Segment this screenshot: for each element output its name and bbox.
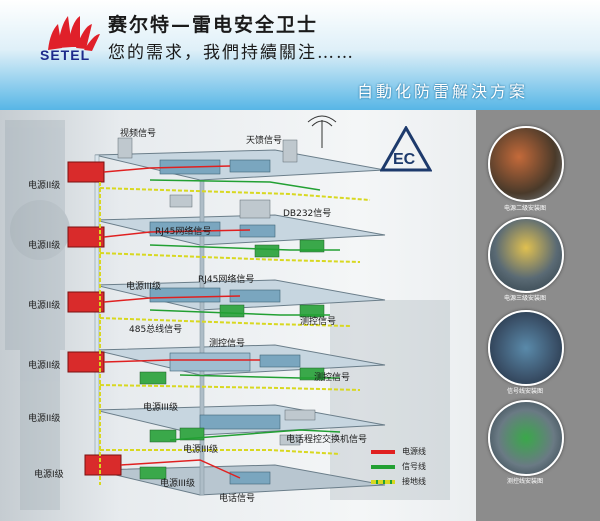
ec-logo-icon: EC — [380, 126, 432, 172]
power-iii-lower-label: 电源III级 — [143, 403, 178, 413]
power-ii-label-1: 电源II级 — [28, 181, 61, 191]
building-illustration — [5, 115, 450, 510]
signal-line-install-photo — [488, 310, 564, 386]
power-ii-label-4: 电源II级 — [28, 361, 61, 371]
rj45-signal-label-mid: RJ45网络信号 — [198, 275, 255, 285]
power-iii-ground-label: 电源III级 — [160, 479, 195, 489]
phone-signal-label: 电话信号 — [219, 494, 256, 504]
power-iii-floor-label: 电源III级 — [126, 282, 161, 292]
legend-power-swatch — [371, 450, 395, 454]
tagline-line2: 您的需求，我們持續關注…… — [108, 43, 355, 63]
power-ii-label-3: 电源II级 — [28, 301, 61, 311]
video-signal-label: 视频信号 — [120, 129, 157, 139]
header-banner: SETEL 赛尔特—雷电安全卫士 您的需求，我們持續關注…… 自動化防雷解決方案 — [0, 0, 600, 110]
setel-logo-icon — [48, 16, 100, 51]
legend-signal-swatch — [371, 465, 395, 469]
solution-title: 自動化防雷解決方案 — [356, 82, 528, 101]
power-i-label: 电源I级 — [34, 470, 64, 480]
thumb-caption-1: 电源二级安装图 — [503, 205, 546, 212]
thumb-caption-4: 测控线安装图 — [506, 478, 543, 485]
antenna-icon — [307, 115, 337, 148]
power-ii-label-2: 电源II级 — [28, 241, 61, 251]
legend-power-label: 电源线 — [402, 447, 426, 456]
monitor-signal-label-b: 测控信号 — [209, 339, 246, 349]
thumb-caption-3: 信号线安装图 — [506, 388, 543, 395]
feeder-signal-label: 天馈信号 — [246, 136, 283, 146]
power-iii-basement-label: 电源III级 — [183, 445, 218, 455]
monitor-signal-label-c: 测控信号 — [314, 373, 351, 383]
svg-text:EC: EC — [393, 151, 416, 168]
tagline-line1: 赛尔特—雷电安全卫士 — [108, 14, 319, 36]
legend-ground-swatch — [371, 480, 395, 484]
rj45-signal-label-top: RJ45网络信号 — [155, 227, 212, 237]
monitor-line-install-photo — [488, 400, 564, 476]
power-ii-install-photo — [488, 126, 564, 202]
power-iii-install-photo — [488, 217, 564, 293]
thumb-caption-2: 电源三级安装图 — [503, 295, 546, 302]
power-ii-label-5: 电源II级 — [28, 414, 61, 424]
brand-name: SETEL — [40, 47, 91, 63]
legend-signal-label: 信号线 — [402, 462, 426, 471]
bus-485-signal-label: 485总线信号 — [129, 325, 183, 335]
db232-signal-label: DB232信号 — [283, 209, 332, 219]
monitor-signal-label-a: 测控信号 — [300, 317, 337, 327]
pbx-signal-label: 电话程控交换机信号 — [286, 435, 368, 445]
legend-ground-label: 接地线 — [402, 477, 426, 486]
power-spd-units — [67, 161, 122, 476]
